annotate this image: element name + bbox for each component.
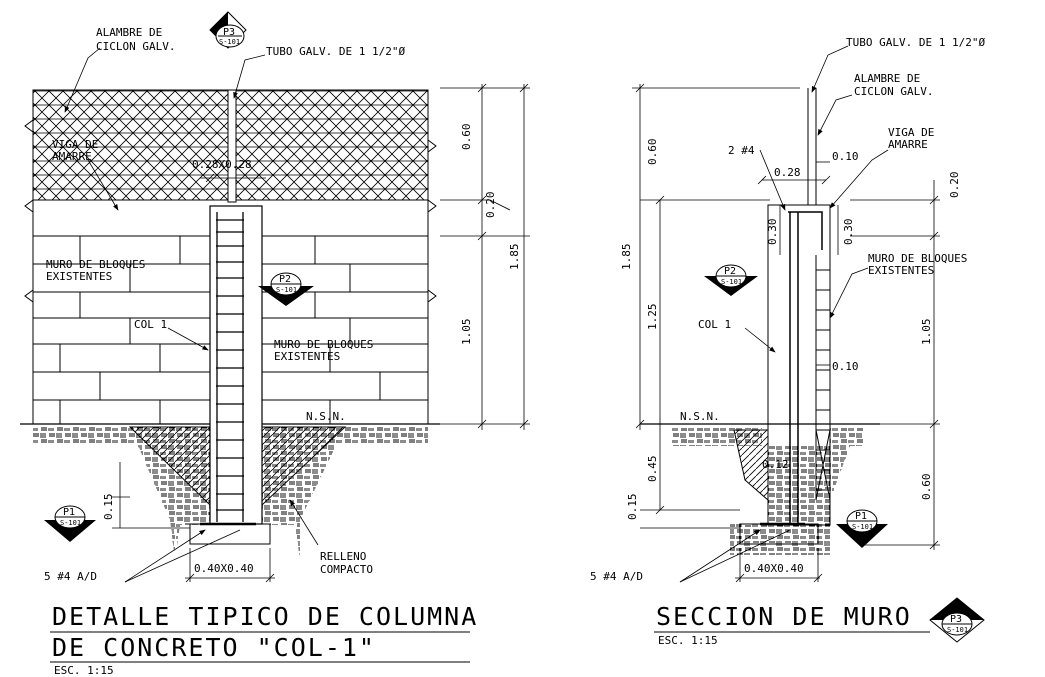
r-dim-125: 1.25 — [646, 304, 659, 331]
r-dim-020: 0.20 — [948, 172, 961, 199]
marker-p3-title[interactable]: P3 S-101 — [929, 597, 985, 643]
scale-left: ESC. 1:15 — [54, 664, 114, 677]
r-label-nsn: N.S.N. — [680, 410, 720, 423]
r-dim-060b: 0.60 — [920, 474, 933, 501]
marker-p2-right[interactable]: P2 S-101 — [704, 264, 758, 296]
footing — [189, 523, 271, 545]
r-dim-030b: 0.30 — [842, 219, 855, 246]
soil-right-top2 — [830, 428, 864, 446]
title-left-2: DE CONCRETO "COL-1" — [52, 633, 376, 662]
label-cyclone-wire-1: ALAMBRE DE — [96, 26, 162, 39]
galvanized-pipe — [227, 89, 237, 203]
r-dim-015: 0.15 — [626, 494, 639, 521]
label-nsn: N.S.N. — [306, 410, 346, 423]
r-dim-045: 0.45 — [646, 456, 659, 483]
label-cyclone-wire-2: CICLON GALV. — [96, 40, 175, 53]
title-right: SECCION DE MURO — [656, 602, 912, 631]
r-label-bars: 2 #4 — [728, 144, 755, 157]
label-beam-section: 0.28X0.28 — [192, 158, 252, 171]
scale-right: ESC. 1:15 — [658, 634, 718, 647]
marker-p1-right[interactable]: P1 S-101 — [836, 509, 888, 548]
label-wall-right-2: EXISTENTES — [274, 350, 340, 363]
dim-185: 1.85 — [508, 244, 521, 271]
marker-p1-right-sheet: S-101 — [852, 523, 873, 531]
label-wall-left-1: MURO DE BLOQUES — [46, 258, 145, 271]
marker-p3-top-id: P3 — [223, 27, 235, 38]
column — [209, 205, 263, 525]
marker-p3-title-sheet: S-101 — [947, 626, 968, 634]
marker-p1-left-sheet: S-101 — [60, 519, 81, 527]
leaders-right — [679, 45, 889, 583]
marker-p2-left[interactable]: P2 S-101 — [258, 272, 314, 306]
marker-p1-left-id: P1 — [63, 507, 75, 518]
label-column: COL 1 — [134, 318, 167, 331]
r-dim-028: 0.28 — [774, 166, 801, 179]
marker-p3-top[interactable]: P3 S-101 — [209, 11, 247, 49]
dimension-lines — [112, 83, 530, 583]
r-dim-185: 1.85 — [620, 244, 633, 271]
r-label-rebar: 5 #4 A/D — [590, 570, 643, 583]
marker-p2-left-id: P2 — [279, 274, 291, 285]
dim-015: 0.15 — [102, 494, 115, 521]
r-label-wall-2: EXISTENTES — [868, 264, 934, 277]
r-dim-010b: 0.10 — [832, 360, 859, 373]
r-dim-012: 0.12 — [762, 458, 789, 471]
label-rebar: 5 #4 A/D — [44, 570, 97, 583]
label-fill-1: RELLENO — [320, 550, 366, 563]
label-tie-beam-2: AMARRE — [52, 150, 92, 163]
dim-020: 0.20 — [484, 192, 497, 219]
compact-fill-right-section — [733, 429, 769, 502]
r-dim-060: 0.60 — [646, 139, 659, 166]
left-detail: ALAMBRE DE CICLON GALV. TUBO GALV. DE 1 … — [20, 26, 530, 677]
label-pipe: TUBO GALV. DE 1 1/2"Ø — [266, 45, 405, 58]
r-dim-105: 1.05 — [920, 319, 933, 346]
r-label-pipe: TUBO GALV. DE 1 1/2"Ø — [846, 36, 985, 49]
label-tie-beam-1: VIGA DE — [52, 138, 98, 151]
leaders — [64, 47, 319, 583]
label-wall-left-2: EXISTENTES — [46, 270, 112, 283]
dim-105: 1.05 — [460, 319, 473, 346]
r-label-column: COL 1 — [698, 318, 731, 331]
marker-p3-title-id: P3 — [950, 614, 962, 625]
r-label-cyclone-2: CICLON GALV. — [854, 85, 933, 98]
r-dim-030a: 0.30 — [766, 219, 779, 246]
marker-p2-right-sheet: S-101 — [721, 278, 742, 286]
dimension-lines-right — [632, 83, 940, 583]
marker-p1-left[interactable]: P1 S-101 — [44, 505, 96, 542]
r-label-beam-2: AMARRE — [888, 138, 928, 151]
label-fill-2: COMPACTO — [320, 563, 373, 576]
dim-060: 0.60 — [460, 124, 473, 151]
marker-p2-right-id: P2 — [724, 266, 736, 277]
r-label-wall-1: MURO DE BLOQUES — [868, 252, 967, 265]
label-footing: 0.40X0.40 — [194, 562, 254, 575]
marker-p3-top-sheet: S-101 — [219, 38, 240, 46]
right-section: TUBO GALV. DE 1 1/2"Ø ALAMBRE DE CICLON … — [590, 36, 985, 647]
r-label-beam-1: VIGA DE — [888, 126, 934, 139]
marker-p1-right-id: P1 — [855, 511, 867, 522]
r-label-cyclone-1: ALAMBRE DE — [854, 72, 920, 85]
label-wall-right-1: MURO DE BLOQUES — [274, 338, 373, 351]
marker-p2-left-sheet: S-101 — [276, 286, 297, 294]
r-label-footing: 0.40X0.40 — [744, 562, 804, 575]
title-left-1: DETALLE TIPICO DE COLUMNA — [52, 602, 478, 631]
r-dim-010a: 0.10 — [832, 150, 859, 163]
